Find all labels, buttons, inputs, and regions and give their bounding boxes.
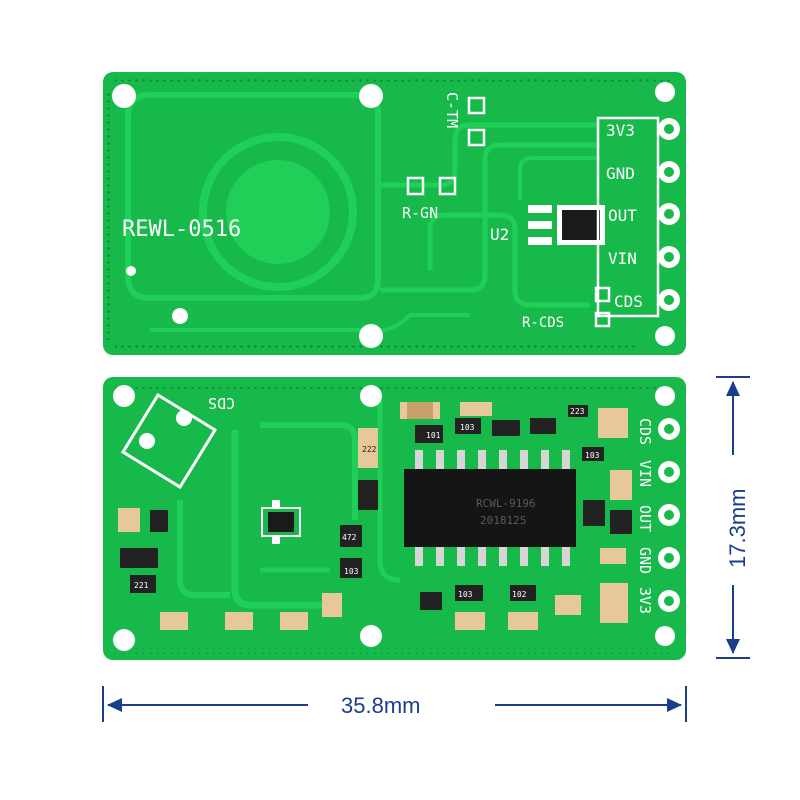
smd-code: 103 <box>458 590 473 599</box>
smd-resistors <box>118 402 632 630</box>
antenna-ring <box>199 133 357 291</box>
mount-hole <box>655 326 675 346</box>
smd-code: 222 <box>362 445 377 454</box>
board-model-label: REWL-0516 <box>122 217 241 242</box>
height-dimension-label: 17.3mm <box>725 489 750 568</box>
pin-label-gnd: GND <box>606 164 635 183</box>
mount-hole <box>655 82 675 102</box>
smd-code: 103 <box>585 451 600 460</box>
smd-code: 472 <box>342 533 357 542</box>
bottom-board-pcb <box>103 377 686 660</box>
pin-label-out: OUT <box>636 505 654 532</box>
width-dimension-label: 35.8mm <box>341 693 420 718</box>
ldr-resistor-label: R-CDS <box>522 315 564 331</box>
smd-code: 103 <box>344 567 359 576</box>
resistor-gain-label: R-GN <box>402 204 438 222</box>
ic-marking-date: 2018125 <box>480 514 526 527</box>
pin-label-vin: VIN <box>608 249 637 268</box>
smd-code: 103 <box>460 423 475 432</box>
smd-code: 102 <box>512 590 527 599</box>
ic-marking-model: RCWL-9196 <box>476 497 536 510</box>
top-board: REWL-0516 C-TM R-GN U2 R-CDS 3V3 GND OUT… <box>103 72 686 355</box>
smd-code: 223 <box>570 407 585 416</box>
antenna-patch <box>226 160 330 264</box>
width-dimension <box>102 686 687 722</box>
mount-hole <box>359 84 383 108</box>
mount-hole <box>112 84 136 108</box>
arrow-down-icon <box>726 639 740 654</box>
cap-tm-label: C-TM <box>443 92 461 128</box>
regulator-label: U2 <box>490 225 509 244</box>
arrow-right-icon <box>667 698 682 712</box>
ldr-label: CDS <box>208 394 235 412</box>
pin-label-cds: CDS <box>636 418 654 445</box>
pin-label-cds: CDS <box>614 292 643 311</box>
pin-label-vin: VIN <box>636 460 654 487</box>
pin-label-gnd: GND <box>636 547 654 574</box>
arrow-up-icon <box>726 381 740 396</box>
smd-code: 101 <box>426 431 441 440</box>
mount-hole <box>359 324 383 348</box>
pin-label-3v3: 3V3 <box>636 587 654 614</box>
bottom-board: RCWL-9196 2018125 <box>103 377 686 660</box>
ldr-outline <box>120 392 218 490</box>
smd-code: 221 <box>134 581 149 590</box>
pin-label-3v3: 3V3 <box>606 121 635 140</box>
arrow-left-icon <box>107 698 122 712</box>
pin-label-out: OUT <box>608 206 637 225</box>
main-ic: RCWL-9196 2018125 <box>404 450 576 566</box>
height-dimension <box>716 376 750 659</box>
